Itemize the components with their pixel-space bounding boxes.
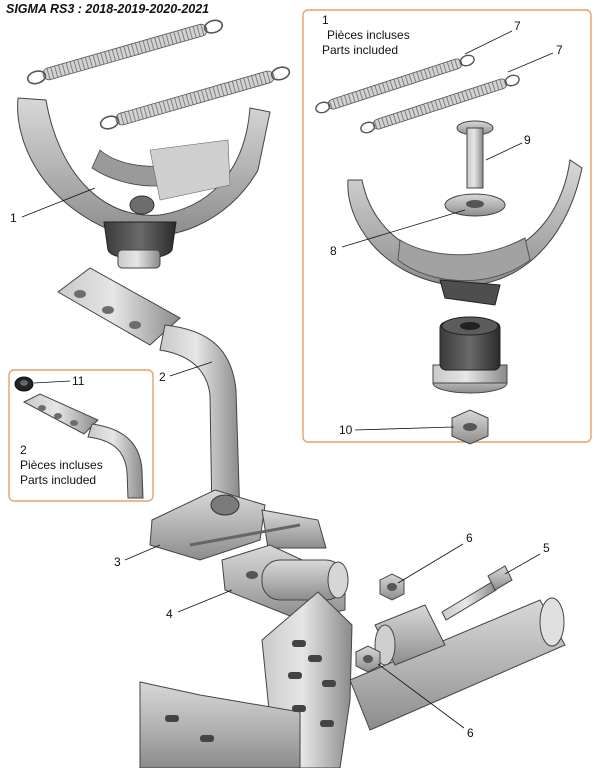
detail-box-1-frame	[302, 9, 592, 443]
spring-7-upper	[315, 54, 475, 114]
nut-10	[451, 409, 489, 445]
nut-6-upper	[379, 573, 405, 601]
detail-box-2-line-en: Parts included	[20, 473, 97, 487]
callout-9: 9	[524, 133, 531, 147]
stem-bracket	[57, 267, 241, 521]
spring-main-upper	[26, 19, 224, 85]
callout-3: 3	[114, 555, 121, 569]
callout-10: 10	[339, 423, 353, 437]
callout-6-upper: 6	[466, 531, 473, 545]
callout-5: 5	[543, 541, 550, 555]
spring-main-lower	[99, 66, 291, 130]
callout-7-lower: 7	[556, 43, 563, 57]
cradle-main	[17, 97, 271, 269]
frame-tube	[349, 597, 566, 731]
detail-box-1-note: 1 Pièces incluses Parts included	[322, 13, 410, 58]
callout-4: 4	[166, 607, 173, 621]
callout-2: 2	[159, 370, 166, 384]
callout-8: 8	[330, 244, 337, 258]
cradle-detail	[347, 159, 583, 306]
detail-box-2-frame	[8, 369, 154, 502]
bushing-10	[432, 316, 508, 394]
cap-11	[14, 376, 34, 392]
clamp-upper	[149, 489, 327, 561]
detail-box-1-part-number: 1	[322, 13, 329, 27]
leader-lines	[21, 30, 554, 729]
callout-1: 1	[10, 211, 17, 225]
detail-box-1-line-fr: Pièces incluses	[327, 28, 410, 42]
frame-plate	[139, 591, 353, 768]
callout-11: 11	[72, 374, 85, 388]
detail-box-2-part-number: 2	[20, 443, 27, 457]
detail-box-1-line-en: Parts included	[322, 43, 399, 57]
stem-bracket-detail	[22, 393, 144, 499]
callout-7-upper: 7	[514, 19, 521, 33]
screw-9	[456, 120, 494, 189]
callout-6-lower: 6	[467, 726, 474, 740]
detail-box-2-line-fr: Pièces incluses	[20, 458, 103, 472]
washer-8	[444, 193, 506, 217]
nut-6-lower	[355, 645, 381, 673]
bolt-5	[441, 565, 513, 621]
spring-7-lower	[360, 74, 520, 134]
detail-box-2-note: 2 Pièces incluses Parts included	[20, 443, 103, 488]
diagram-title: SIGMA RS3 : 2018-2019-2020-2021	[6, 2, 210, 16]
